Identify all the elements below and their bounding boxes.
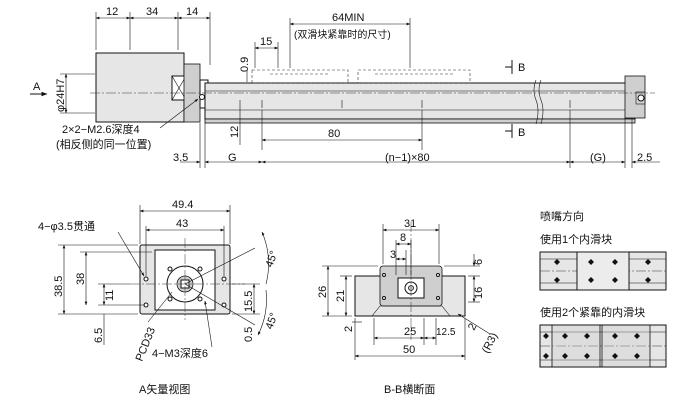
- top-view: 12 34 14 64MIN (双滑块紧靠时的尺寸) 15 0.9 B B A …: [30, 6, 660, 168]
- dim-16: 16: [473, 287, 485, 299]
- dim-14: 14: [186, 6, 198, 18]
- dim-r3: (R3): [480, 331, 500, 356]
- section-b-bottom: B: [518, 127, 525, 139]
- angle-45-bottom: 45°: [264, 311, 281, 331]
- a-view-caption: A矢量视图: [139, 382, 190, 396]
- b-section: 31 8 3 26 21 2 6 16 25 12.: [317, 218, 500, 396]
- dim-38-5: 38.5: [53, 276, 65, 297]
- dim-pitch: (n−1)×80: [385, 152, 430, 164]
- nozzle-panel: 喷嘴方向 使用1个内滑块 使用2个紧靠的内滑块: [539, 209, 667, 368]
- dim-21: 21: [335, 290, 347, 302]
- dim-8: 8: [400, 232, 406, 244]
- dim-2-5: 2.5: [637, 152, 652, 164]
- dim-3-5: 3.5: [173, 152, 188, 164]
- section-b-top: B: [518, 62, 525, 74]
- dim-15-5: 15.5: [243, 291, 255, 312]
- motor-block: [95, 52, 185, 123]
- hole-note: 4−φ3.5贯通: [38, 220, 95, 233]
- dim-g: G: [228, 152, 237, 164]
- tap-note-sub: (相反侧的同一位置): [56, 137, 151, 151]
- dim-50: 50: [403, 344, 415, 356]
- dim-80: 80: [328, 128, 340, 140]
- dim-2: 2: [343, 326, 355, 332]
- dim-12: 12: [106, 6, 118, 18]
- nozzle-case2-label: 使用2个紧靠的内滑块: [540, 305, 645, 319]
- angle-45-top: 45°: [264, 249, 281, 269]
- slider-outline-1: [251, 69, 349, 84]
- dim-3: 3: [390, 249, 396, 261]
- note-64min: (双滑块紧靠时的尺寸): [294, 28, 391, 41]
- rail-body: [204, 82, 636, 120]
- view-arrow-a: A: [33, 81, 41, 93]
- dim-0-5: 0.5: [243, 327, 255, 342]
- a-view-tap-note: 4−M3深度6: [152, 346, 208, 360]
- tap-note: 2×2−M2.6深度4: [62, 122, 140, 136]
- dim-dia-24h7: φ24H7: [55, 79, 67, 112]
- dim-15: 15: [260, 36, 272, 48]
- a-view: 49.4 43 4−φ3.5贯通 38.5 38 11 6.5 15.5 0.5…: [38, 199, 281, 396]
- dim-2-r: 2: [466, 321, 479, 332]
- dim-31: 31: [404, 218, 416, 230]
- dim-g-paren: (G): [590, 152, 606, 164]
- slider-outline-2: [357, 69, 471, 84]
- dim-6-5: 6.5: [93, 328, 105, 343]
- dim-64min: 64MIN: [332, 12, 364, 24]
- dim-43: 43: [176, 218, 188, 230]
- dim-34: 34: [146, 6, 158, 18]
- dim-0-9: 0.9: [239, 57, 251, 72]
- dim-12-5: 12.5: [436, 327, 456, 338]
- dim-6: 6: [473, 259, 485, 265]
- dim-12-vertical: 12: [229, 126, 241, 138]
- nozzle-case1-label: 使用1个内滑块: [540, 232, 612, 246]
- nozzle-title: 喷嘴方向: [540, 209, 584, 223]
- dim-49-4: 49.4: [172, 199, 193, 211]
- dim-38: 38: [75, 273, 87, 285]
- dim-11: 11: [104, 290, 116, 301]
- b-section-caption: B-B横断面: [384, 382, 435, 396]
- dim-25: 25: [404, 326, 416, 338]
- dim-26: 26: [317, 286, 329, 298]
